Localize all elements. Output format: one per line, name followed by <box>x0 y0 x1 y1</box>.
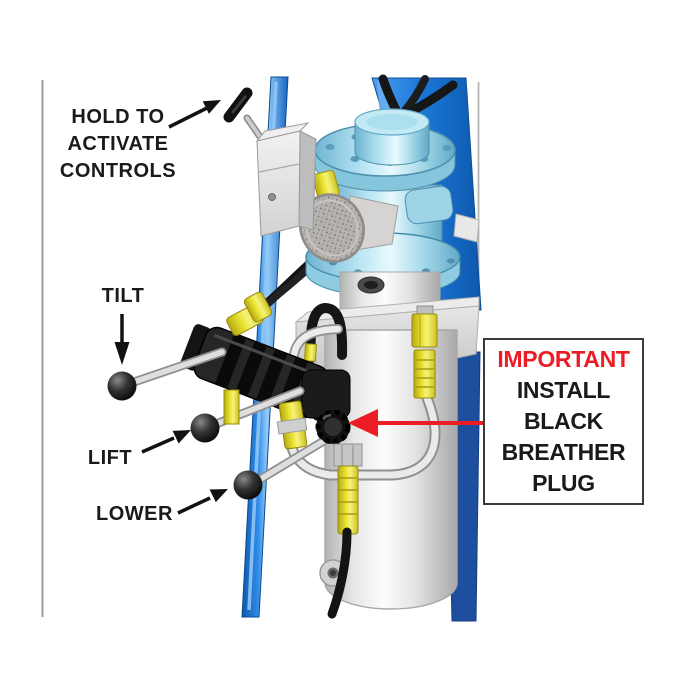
breather-plug-arrow <box>348 409 483 437</box>
important-line1: INSTALL <box>516 377 611 403</box>
important-line4: PLUG <box>532 470 595 496</box>
important-note-box: IMPORTANT INSTALL BLACK BREATHER PLUG <box>483 338 644 505</box>
hold-to-activate-lever <box>223 87 267 145</box>
hold-label-line2: ACTIVATE <box>67 133 169 155</box>
drain-hose <box>327 527 352 619</box>
post-bracket-cap <box>453 213 480 243</box>
control-valve <box>180 324 351 425</box>
hold-label-line3: CONTROLS <box>59 160 177 182</box>
black-breather-plug <box>315 409 351 445</box>
valve-elbow-fitting <box>226 291 273 336</box>
valve-end-block <box>301 369 351 419</box>
tank-right-fittings <box>411 305 438 399</box>
lower-lever-ball <box>233 470 263 500</box>
tilt-lever-ball <box>107 371 137 401</box>
lift-label: LIFT <box>87 447 133 469</box>
switch-box <box>255 122 317 237</box>
hold-arrow <box>168 106 208 129</box>
electric-motor <box>299 108 461 297</box>
tilt-label: TILT <box>101 285 145 307</box>
hold-label-line1: HOLD TO <box>71 106 165 128</box>
lower-arrow <box>177 496 211 515</box>
callout-arrows <box>114 100 228 515</box>
valve-lower-fittings <box>223 389 308 450</box>
important-line2: BLACK <box>524 408 603 434</box>
tank-bottom-fitting <box>327 443 363 619</box>
hold-to-activate-label: HOLD TO ACTIVATE CONTROLS <box>36 104 200 185</box>
intake-filter-cone <box>299 193 365 263</box>
lift-arrow <box>141 436 175 454</box>
lift-lever-ball <box>190 413 220 443</box>
lower-label: LOWER <box>96 503 173 525</box>
important-line3: BREATHER <box>501 439 626 465</box>
important-heading: IMPORTANT <box>497 346 630 372</box>
